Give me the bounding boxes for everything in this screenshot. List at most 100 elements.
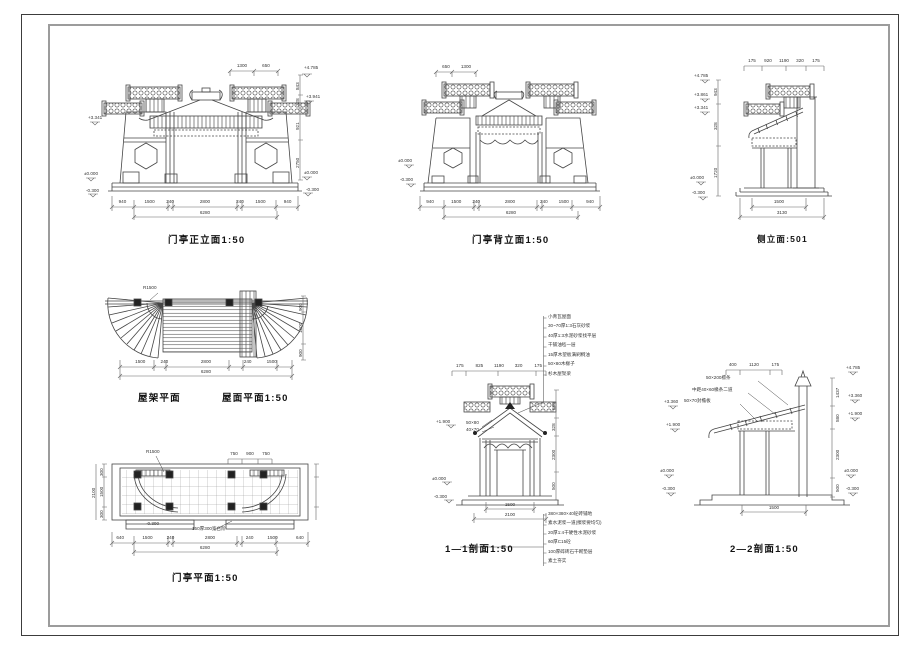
level-mark: -0.300: [86, 188, 100, 193]
dim-label: 921: [295, 122, 300, 130]
construction-note: 30~70厚1:3石灰砂浆: [548, 323, 591, 329]
back-elevation-drawing: [404, 69, 603, 220]
level-mark: ±0.000: [398, 158, 413, 163]
level-mark: +1.900: [848, 411, 863, 416]
dim-label: 2100: [91, 487, 96, 498]
dim-label: 240: [166, 535, 175, 540]
dim-label: 175: [534, 363, 542, 368]
level-mark: +3.861: [694, 92, 709, 97]
level-mark: ±0.000: [844, 468, 859, 473]
plan-drawing: [95, 455, 319, 556]
construction-note: 380×380×40砼砖铺地: [548, 511, 593, 516]
roof-radius-label: R1500: [143, 285, 157, 290]
dim-label: 400: [728, 362, 737, 367]
dim-label: 320: [514, 363, 523, 368]
level-mark: ±0.000: [690, 175, 705, 180]
dim-label: 1190: [779, 58, 789, 63]
dim-label: 940: [283, 199, 292, 204]
level-mark: +3.360: [664, 399, 679, 404]
s11-inner-dim: 1500: [504, 502, 516, 507]
dim-label: 1300: [236, 63, 248, 68]
dim-label: 1500: [255, 199, 266, 204]
dim-label: 580: [551, 402, 556, 410]
dim-label: 320: [796, 58, 804, 63]
roof-truss-plan-title: 屋架平面: [138, 393, 181, 404]
section-2-2-title: 2—2剖面1:50: [730, 544, 799, 555]
level-mark: -0.300: [692, 190, 706, 195]
side-elevation-title: 侧立面:501: [757, 234, 808, 244]
dim-label: 1500: [267, 535, 278, 540]
dim-label: 240: [245, 535, 254, 540]
back-top-dims: 650 1300: [436, 64, 476, 70]
section-1-1-title: 1—1剖面1:50: [445, 544, 514, 555]
construction-note: 50×80木椽子: [548, 361, 575, 367]
dim-label: 175: [771, 362, 780, 367]
dim-label: 2300: [551, 449, 556, 460]
plan-step-note: 150厚300宽台阶: [192, 526, 226, 531]
dim-label: 1500: [298, 322, 303, 333]
front-overall-dim: 6280: [199, 210, 211, 215]
dim-label: 650: [262, 63, 270, 68]
side-overall-dim: 3130: [776, 210, 788, 215]
dim-label: 1500: [266, 359, 277, 364]
roof-plan-drawing: [105, 290, 308, 380]
roof-overall-dim: 6280: [200, 369, 212, 374]
dim-label: 1190: [494, 363, 504, 368]
dim-label: 500: [835, 484, 840, 492]
level-mark: -0.300: [434, 494, 448, 499]
construction-note: 50×70封檐板: [684, 398, 711, 403]
dim-label: 1500: [135, 359, 146, 364]
section-1-1-drawing: [442, 316, 564, 566]
plan-title: 门亭平面1:50: [172, 573, 239, 584]
construction-note: 20厚1:4干硬性水泥砂浆: [548, 529, 597, 535]
dim-label: 940: [586, 199, 594, 204]
level-mark: +3.341: [88, 115, 103, 120]
level-mark: -0.300: [400, 177, 414, 182]
dim-label: 50×80: [466, 420, 479, 425]
level-mark: +1.900: [436, 419, 451, 424]
dim-label: 943: [713, 88, 718, 96]
dim-label: 2800: [199, 199, 211, 204]
construction-note: 干铺油毡一层: [548, 342, 576, 348]
dim-label: 640: [116, 535, 124, 540]
s11-outer-dim: 2100: [504, 512, 516, 517]
dim-label: 920: [764, 58, 772, 63]
plan-level-label: -0.300: [146, 521, 160, 526]
dim-label: 825: [475, 363, 484, 368]
section-2-2-drawing: [664, 369, 860, 516]
level-mark: +3.941: [306, 94, 321, 99]
construction-note: 杉木屋架梁: [548, 370, 571, 376]
dim-label: 1720: [713, 167, 718, 178]
dim-label: 1500: [451, 199, 462, 204]
construction-note: 素水泥浆一道(擦浆要均匀): [548, 520, 602, 526]
plan-overall-dim: 6280: [199, 545, 211, 550]
dim-label: 940: [426, 199, 434, 204]
level-mark: -0.300: [662, 486, 676, 491]
level-mark: ±0.000: [304, 170, 319, 175]
level-mark: ±0.000: [432, 476, 447, 481]
dim-label: 240: [243, 359, 252, 364]
dim-label: 175: [748, 58, 756, 63]
dim-label: 2800: [204, 535, 216, 540]
dim-label: 2800: [504, 199, 516, 204]
construction-note: 60厚C15砼: [548, 539, 571, 545]
dim-label: 1300: [460, 64, 472, 69]
construction-note: 中距40×60椽条二道: [692, 387, 733, 392]
dim-label: 650: [442, 64, 450, 69]
dim-label: 328: [713, 122, 718, 130]
level-mark: ±0.000: [660, 468, 675, 473]
dim-label: 2800: [200, 359, 212, 364]
dim-label: 750: [262, 451, 270, 456]
dim-label: 1437: [835, 387, 840, 398]
front-top-dims: 1300 650: [230, 63, 278, 69]
level-mark: -0.300: [846, 486, 860, 491]
dim-label: 1500: [558, 199, 569, 204]
